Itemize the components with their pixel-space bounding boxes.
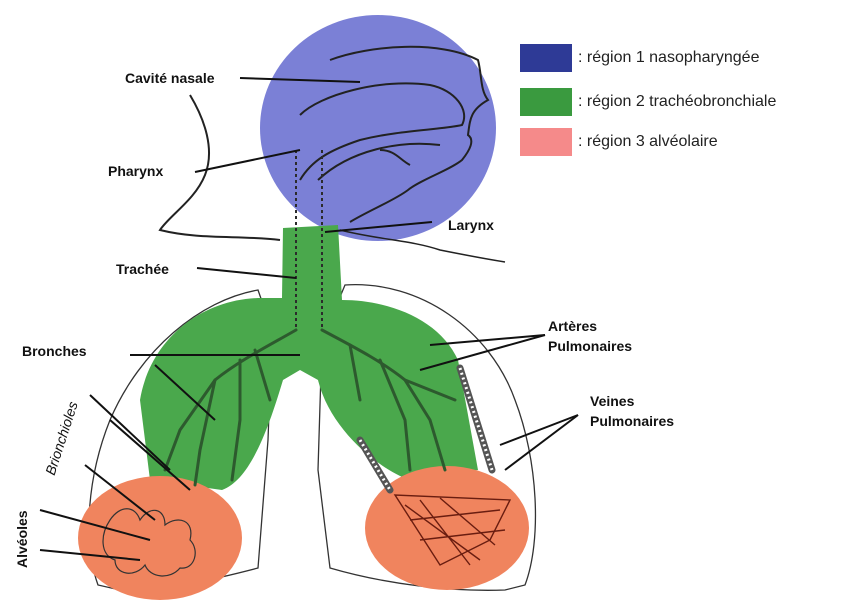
legend-label-region-3: : région 3 alvéolaire (578, 133, 718, 151)
label-alveoles: Alvéoles (14, 510, 31, 568)
legend-swatch-region-2 (520, 88, 572, 116)
legend-label-region-2: : région 2 trachéobronchiale (578, 93, 776, 111)
label-arteres-line1: Artères (548, 318, 597, 335)
label-bronches: Bronches (22, 343, 87, 360)
legend-swatch-region-1 (520, 44, 572, 72)
label-trachee: Trachée (116, 261, 169, 278)
label-arteres-line2: Pulmonaires (548, 338, 632, 355)
legend-swatch-region-3 (520, 128, 572, 156)
legend-label-region-1: : région 1 nasopharyngée (578, 49, 759, 67)
label-cavite-nasale: Cavité nasale (125, 70, 215, 87)
label-pharynx: Pharynx (108, 163, 163, 180)
label-veines-line2: Pulmonaires (590, 413, 674, 430)
label-veines-line1: Veines (590, 393, 634, 410)
label-larynx: Larynx (448, 217, 494, 234)
back-neck-outline (340, 230, 505, 262)
region-tracheobronchial (140, 225, 478, 490)
